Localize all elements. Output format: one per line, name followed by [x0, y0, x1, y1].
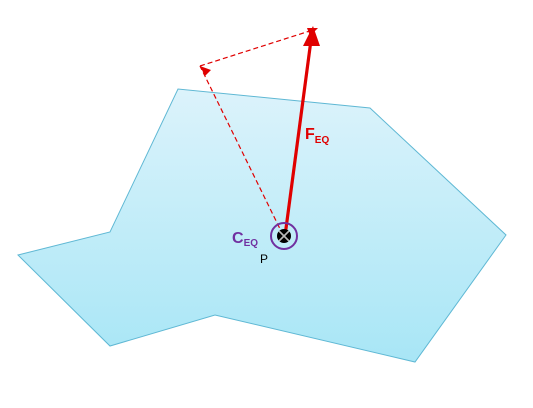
center-label: CEQ	[232, 230, 258, 249]
dashed-top-line	[199, 28, 317, 67]
force-vector-line	[283, 39, 313, 237]
dashed-arrowhead-left	[200, 66, 211, 76]
point-label: P	[260, 252, 268, 266]
center-ring	[270, 222, 298, 250]
force-label: FEQ	[305, 126, 329, 146]
plate-shape	[17, 88, 507, 363]
force-arrowhead	[303, 26, 320, 46]
point-cross-b	[278, 230, 290, 242]
dashed-component-line	[199, 65, 284, 236]
